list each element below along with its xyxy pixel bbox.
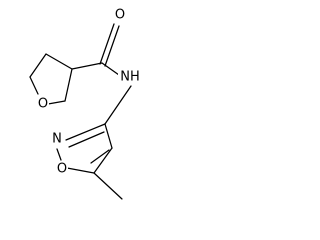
bond-carbonyl-double-2: [104, 25, 120, 67]
bond-thf-c4-c5: [29, 53, 47, 78]
bond-thf-c2-c3: [64, 68, 73, 102]
bond-n-c3: [65, 123, 106, 141]
carbonyl-oxygen-atom: O: [114, 7, 126, 23]
molecule-diagram: O NH O N O: [29, 7, 142, 200]
bond-c4-c5-double: [90, 149, 110, 164]
bond-thf-c5-o: [29, 76, 39, 95]
bond-n-c3-double: [68, 131, 105, 148]
bond-thf-c3-c4: [45, 53, 73, 70]
bond-lines: [29, 23, 132, 200]
isoxazole-nitrogen-label: N: [52, 132, 62, 147]
bond-c3-c4: [104, 123, 113, 149]
bond-o-n: [56, 148, 62, 161]
isoxazole-oxygen-atom: O: [56, 161, 68, 177]
amide-nitrogen-label: NH: [120, 70, 140, 85]
thf-oxygen-label: O: [38, 97, 48, 112]
bond-thf-o-c2: [47, 100, 66, 105]
bond-c4-c5: [93, 147, 113, 174]
isoxazole-nitrogen-atom: N: [51, 131, 63, 147]
bond-methyl: [93, 172, 123, 200]
bond-carbonyl-double-1: [99, 23, 115, 65]
amide-nitrogen-atom: NH: [118, 69, 142, 85]
bond-nitrogen-isoxazole: [104, 85, 132, 125]
bond-carbonyl-nitrogen: [101, 62, 120, 76]
thf-oxygen-atom: O: [37, 96, 49, 112]
atom-labels: O NH O N O: [37, 7, 142, 177]
carbonyl-oxygen-label: O: [115, 8, 125, 23]
bond-c5-o: [66, 167, 95, 174]
bond-ring-carbonyl: [71, 62, 103, 70]
isoxazole-oxygen-label: O: [57, 162, 67, 177]
